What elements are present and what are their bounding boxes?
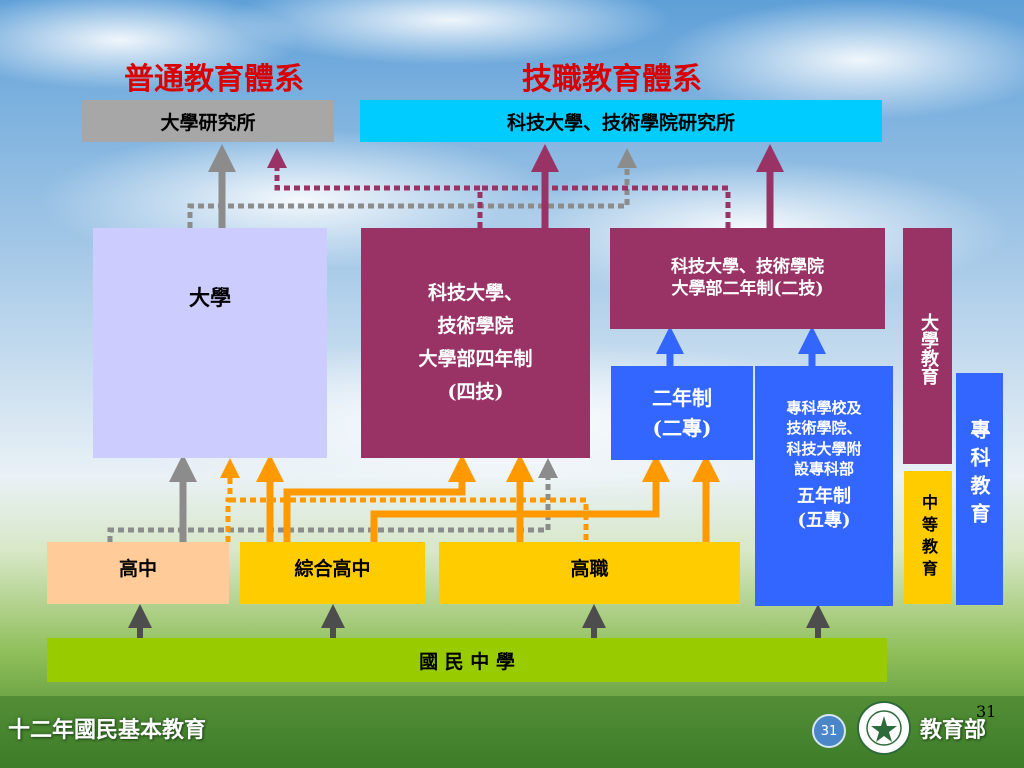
tech-grad-school-box: 科技大學、技術學院研究所	[360, 100, 882, 142]
university-box: 大學	[93, 228, 327, 458]
five-year-line-4: 設專科部	[793, 459, 854, 478]
four-year-line-3: 大學部四年制	[418, 348, 533, 370]
two-year-univ-line-2: 大學部二年制(二技)	[671, 279, 824, 300]
four-year-box: 科技大學、 技術學院 大學部四年制 (四技)	[361, 228, 590, 458]
secondary-edu-label: 中等教育	[904, 471, 952, 604]
ministry-name: 教育部	[920, 718, 987, 743]
five-year-line-6: (五專)	[797, 510, 851, 532]
junior-high-bar: 國 民 中 學	[47, 638, 887, 682]
five-year-line-2: 技術學院、	[786, 419, 862, 438]
page-number-badge: 31	[812, 714, 846, 748]
page-number-corner: 31	[976, 702, 997, 721]
five-year-line-3: 科技大學附	[786, 439, 862, 458]
five-year-line-1: 專科學校及	[786, 399, 862, 417]
comprehensive-high-box: 綜合高中	[240, 542, 425, 604]
junior-college-edu-label: 專科教育	[956, 373, 1003, 605]
four-year-line-2: 技術學院	[437, 314, 514, 337]
two-year-univ-line-1: 科技大學、技術學院	[671, 257, 824, 277]
junior-college-edu-vertical-text: 專科教育	[967, 419, 991, 531]
general-education-title: 普通教育體系	[124, 62, 304, 97]
five-year-box: 專科學校及 技術學院、 科技大學附 設專科部 五年制 (五專)	[755, 366, 893, 606]
vocational-education-title: 技職教育體系	[522, 62, 702, 97]
univ-edu-vertical-text: 大學教育	[917, 313, 939, 385]
univ-edu-label: 大學教育	[903, 228, 952, 464]
univ-edu-text: 大學教育	[917, 313, 939, 385]
ministry-logo-icon	[857, 701, 911, 755]
two-year-line-2: (二專)	[652, 416, 712, 440]
two-year-box: 二年制 (二專)	[611, 366, 753, 460]
two-year-line-1: 二年制	[652, 386, 712, 410]
high-school-box: 高中	[47, 542, 229, 604]
five-year-line-5: 五年制	[797, 486, 851, 507]
grad-school-box: 大學研究所	[82, 100, 334, 142]
two-year-univ-box: 科技大學、技術學院 大學部二年制(二技)	[610, 228, 885, 329]
footer-program-title: 十二年國民基本教育	[8, 718, 207, 743]
four-year-line-1: 科技大學、	[427, 281, 523, 304]
four-year-line-4: (四技)	[447, 381, 504, 404]
secondary-edu-vertical-text: 中等教育	[919, 493, 938, 582]
vocational-high-box: 高職	[439, 542, 740, 604]
